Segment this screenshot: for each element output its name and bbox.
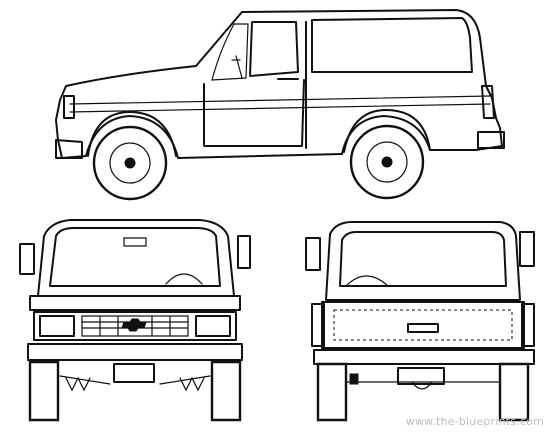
front-windshield (49, 227, 221, 287)
front-left-headlight (39, 315, 75, 337)
rear-license-plate (397, 367, 445, 385)
side-front-fender-arch (87, 111, 177, 157)
front-left-mirror (19, 243, 35, 275)
front-left-tire (28, 360, 60, 422)
rear-axle (345, 381, 501, 390)
front-right-tire (210, 360, 242, 422)
side-body-outline (55, 9, 503, 159)
front-right-headlight (195, 315, 231, 337)
front-suspension (59, 375, 211, 392)
side-front-wheel (92, 125, 168, 201)
rear-tailgate-trim (333, 309, 513, 341)
rear-right-mirror (519, 231, 535, 267)
side-view (55, 9, 505, 201)
rear-view (305, 221, 535, 422)
rear-window (339, 231, 507, 287)
rear-right-tire (498, 362, 530, 422)
side-door-window (249, 21, 299, 77)
front-grille-panel (33, 311, 237, 341)
side-front-bumper (55, 139, 83, 159)
front-license-plate (113, 363, 155, 383)
front-bumper (27, 343, 243, 361)
front-bowtie-emblem (121, 318, 147, 332)
side-mirror (231, 55, 243, 79)
side-windshield (211, 23, 249, 81)
rear-tailgate (321, 301, 525, 349)
side-rear-light (481, 85, 495, 119)
side-rear-fender-arch (343, 109, 431, 153)
front-hood (29, 295, 241, 311)
front-view (19, 219, 251, 422)
side-headlight (63, 95, 75, 119)
front-right-mirror (237, 235, 251, 269)
rear-wiper (345, 275, 389, 287)
side-rear-wheel (349, 124, 425, 200)
rear-left-taillight (311, 303, 325, 347)
front-cab-outline (37, 219, 235, 297)
rear-right-taillight (521, 303, 535, 347)
side-rear-window (311, 17, 473, 73)
rear-bumper (313, 349, 535, 365)
front-rearview-mirror (123, 237, 147, 247)
rear-tailgate-handle (407, 323, 439, 333)
rear-hitch (349, 373, 359, 385)
front-wiper (165, 273, 203, 285)
rear-cab-outline (325, 221, 521, 301)
side-rear-bumper (477, 131, 505, 149)
side-crease-line (69, 95, 491, 105)
side-door (203, 79, 305, 147)
rear-left-mirror (305, 237, 321, 271)
side-crease-line-2 (69, 103, 491, 113)
watermark-text: www.the-blueprints.com (405, 415, 544, 428)
rear-left-tire (316, 362, 348, 422)
